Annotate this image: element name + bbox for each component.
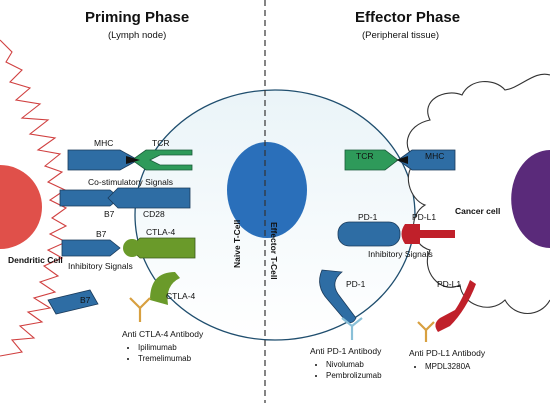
ctla4-left-1-label: CTLA-4: [146, 227, 176, 237]
pdl1-right-2-receptor: [435, 280, 476, 332]
priming-phase-subtitle: (Lymph node): [108, 30, 167, 41]
pd1-right-1-label: PD-1: [358, 212, 378, 222]
anti-ctla4-antibody-shape: [129, 297, 151, 322]
cd28-label: CD28: [143, 209, 165, 219]
priming-phase-title: Priming Phase: [85, 9, 190, 26]
b7-left-1-label: B7: [104, 209, 115, 219]
cancer-cell-label: Cancer cell: [455, 206, 501, 216]
pdl1-right-1-receptor: [401, 224, 455, 244]
b7-left-3-receptor: [47, 289, 99, 315]
anti-pdl1-antibody-shape: [417, 321, 435, 342]
antigen-right: [396, 156, 408, 164]
tcr-right-label: TCR: [356, 151, 374, 161]
b7-left-3-label: B7: [80, 295, 91, 305]
antigen-left: [126, 156, 140, 164]
mhc-right-label: MHC: [425, 151, 445, 161]
tcr-left-label: TCR: [152, 138, 170, 148]
t-cell-nucleus: [227, 142, 307, 238]
inhibitory-signals-left-label: Inhibitory Signals: [68, 261, 133, 271]
pd1-right-2-receptor: [319, 269, 357, 323]
b7-left-2-label: B7: [96, 229, 107, 239]
b7-left-2-receptor: [61, 239, 121, 257]
tcr-left-receptor: [131, 149, 193, 171]
anti-pd1-antibody-title: Anti PD-1 Antibody: [310, 346, 382, 356]
ctla4-left-2-label: CTLA-4: [166, 291, 196, 301]
tcr-right-receptor: [344, 149, 399, 171]
anti-pd1-antibody-shape: [341, 317, 363, 340]
costimulatory-signals-label: Co-stimulatory Signals: [88, 177, 174, 187]
anti-pdl1-antibody-title: Anti PD-L1 Antibody: [409, 348, 486, 358]
ctla4-left-1-receptor: [133, 237, 196, 259]
dendritic-cell-body: [0, 165, 42, 249]
ctla4-left-2-receptor: [150, 272, 180, 305]
dendritic-cell-label: Dendritic Cell: [8, 255, 63, 265]
pdl1-right-1-label: PD-L1: [412, 212, 437, 222]
mhc-right-receptor: [397, 149, 456, 171]
effector-phase-subtitle: (Peripheral tissue): [362, 30, 440, 41]
inhibitory-signals-right-label: Inhibitory Signals: [368, 249, 433, 259]
dendritic-cell-projections: [0, 39, 68, 357]
anti-ctla4-drug-list: Ipilimumab Tremelimumab: [126, 342, 191, 364]
pdl1-right-2-label: PD-L1: [437, 279, 462, 289]
naive-t-cell-label: Naive T-Cell: [232, 219, 242, 268]
pd1-right-2-label: PD-1: [346, 279, 366, 289]
cd28-receptor: [107, 187, 191, 209]
anti-pd1-drug: Nivolumab: [326, 359, 382, 370]
anti-ctla4-antibody-title: Anti CTLA-4 Antibody: [122, 329, 204, 339]
cancer-cell-nucleus: [511, 150, 550, 248]
cancer-cell-outline: [406, 73, 550, 314]
mhc-left-label: MHC: [94, 138, 114, 148]
anti-ctla4-drug: Ipilimumab: [138, 342, 191, 353]
effector-t-cell-label: Effector T-Cell: [269, 222, 279, 280]
mhc-left-receptor: [67, 149, 139, 171]
effector-phase-title: Effector Phase: [355, 9, 461, 26]
anti-pdl1-drug-list: MPDL3280A: [413, 361, 470, 372]
anti-pdl1-drug: MPDL3280A: [425, 361, 470, 372]
ctla4-left-1-head: [123, 239, 141, 257]
anti-pd1-drug-list: Nivolumab Pembrolizumab: [314, 359, 382, 381]
anti-ctla4-drug: Tremelimumab: [138, 353, 191, 364]
anti-pd1-drug: Pembrolizumab: [326, 370, 382, 381]
pd1-right-1-receptor: [337, 221, 401, 247]
